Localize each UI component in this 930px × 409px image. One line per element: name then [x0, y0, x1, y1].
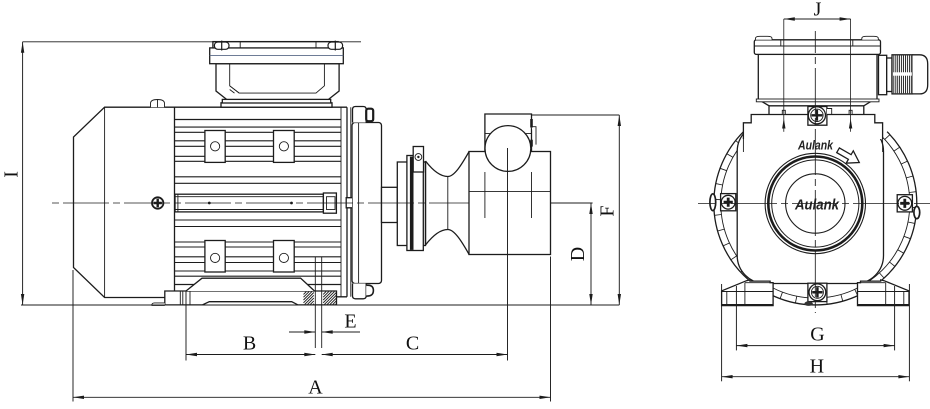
svg-text:J: J [814, 0, 822, 20]
svg-text:C: C [406, 333, 419, 355]
svg-text:F: F [597, 205, 619, 216]
svg-text:A: A [308, 376, 323, 398]
svg-text:H: H [810, 355, 824, 377]
svg-text:Aulank: Aulank [794, 196, 839, 213]
svg-text:G: G [810, 323, 824, 345]
svg-text:B: B [243, 333, 256, 355]
svg-text:D: D [567, 247, 589, 261]
svg-text:E: E [344, 311, 356, 333]
svg-text:I: I [1, 171, 23, 178]
